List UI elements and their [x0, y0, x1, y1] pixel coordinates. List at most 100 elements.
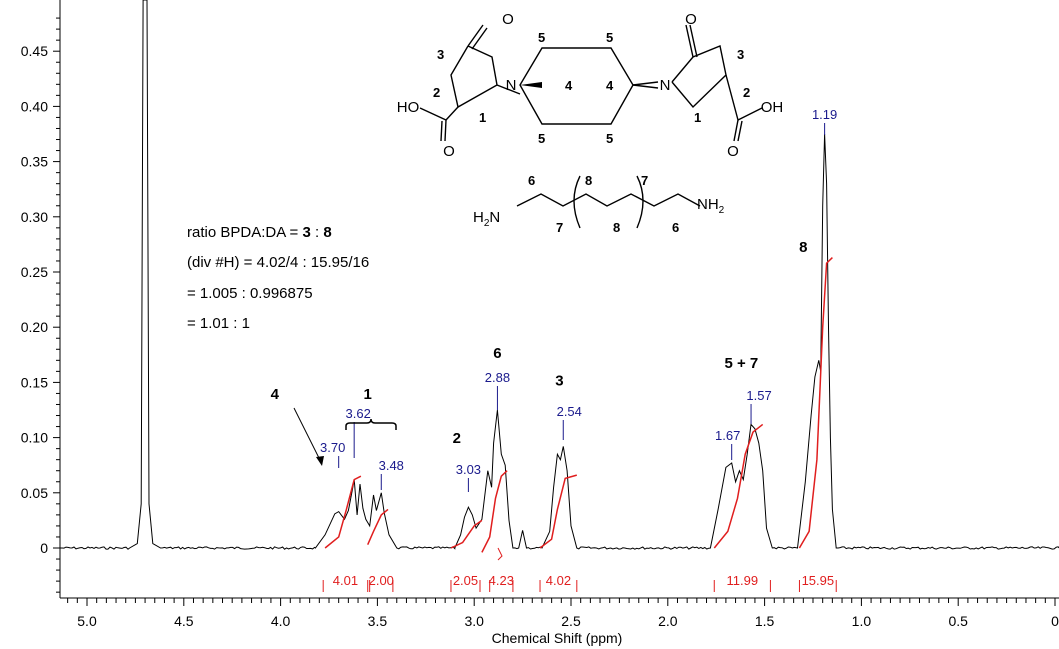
spectrum-line — [60, 0, 1059, 550]
bpda-structure — [419, 24, 763, 142]
peak-assignment-label: 2 — [453, 430, 461, 447]
x-tick-label: 5.0 — [77, 613, 97, 629]
bpda-left-carbonyl-o: O — [502, 11, 514, 28]
bpda-num-5-topleft: 5 — [538, 30, 545, 45]
brace-annotation-1 — [345, 418, 397, 430]
bpda-right-nitrogen: N — [660, 77, 671, 94]
integral-curve — [367, 508, 389, 545]
bpda-num-5-bottomright: 5 — [606, 131, 613, 146]
ratio-info-block: ratio BPDA:DA = 3 : 8 (div #H) = 4.02/4 … — [187, 224, 369, 332]
bpda-num-1-right: 1 — [694, 110, 701, 125]
diamine-right-amine: NH2 — [697, 196, 725, 216]
x-tick-label: 1.5 — [755, 613, 775, 629]
y-tick-label: 0.20 — [21, 319, 48, 335]
ratio-line: ratio BPDA:DA = 3 : 8 — [187, 224, 332, 241]
bpda-num-5-topright: 5 — [606, 30, 613, 45]
bpda-structure-labels: O O N N HO OH O O 3 2 1 4 4 5 5 5 5 3 2 … — [397, 11, 784, 160]
y-tick-label: 0.15 — [21, 374, 48, 390]
bpda-num-3-right: 3 — [737, 47, 744, 62]
y-tick-label: 0.45 — [21, 43, 48, 59]
integral-curves — [324, 257, 833, 553]
bpda-num-2-right: 2 — [743, 85, 750, 100]
bpda-num-4-left: 4 — [565, 78, 573, 93]
integral-value-label: 4.02 — [546, 573, 571, 588]
diamine-num-7-right: 7 — [641, 173, 648, 188]
annotations — [293, 407, 503, 561]
peak-assignment-label: 4 — [271, 386, 280, 403]
bpda-num-1-left: 1 — [479, 110, 486, 125]
diamine-num-8-top: 8 — [585, 173, 592, 188]
peak-value-label: 1.19 — [812, 107, 837, 122]
peak-value-label: 3.62 — [346, 406, 371, 421]
diamine-num-6-left: 6 — [528, 173, 535, 188]
x-tick-label: 0 — [1051, 613, 1059, 629]
peak-value-label: 1.67 — [715, 428, 740, 443]
y-tick-label: 0.40 — [21, 98, 48, 114]
arrow-annotation-4 — [293, 407, 324, 466]
integral-curve — [481, 470, 508, 553]
x-tick-label: 0.5 — [948, 613, 968, 629]
x-tick-label: 4.5 — [174, 613, 194, 629]
diamine-num-7-left: 7 — [556, 220, 563, 235]
x-axis-ticks: 5.0 4.5 4.0 3.5 3.0 2.5 2.0 1.5 1.0 0.5 0 — [67, 598, 1059, 629]
peak-value-label: 3.70 — [320, 440, 345, 455]
peak-assignment-label: 5 + 7 — [724, 355, 758, 372]
assignment-labels: 4 1 2 6 3 5 + 7 8 — [271, 239, 808, 447]
peak-assignment-label: 8 — [799, 239, 807, 256]
diamine-num-8-bottom: 8 — [613, 220, 620, 235]
x-tick-label: 2.0 — [658, 613, 678, 629]
integral-value-label: 11.99 — [727, 573, 759, 588]
bpda-left-acid-ho: HO — [397, 99, 420, 116]
bpda-right-acid-o: O — [727, 143, 739, 160]
diamine-num-6-right: 6 — [672, 220, 679, 235]
x-tick-label: 4.0 — [271, 613, 291, 629]
peak-value-label: 3.48 — [379, 458, 404, 473]
y-tick-label: 0.25 — [21, 264, 48, 280]
bpda-num-4-right: 4 — [606, 78, 614, 93]
peak-assignment-label: 1 — [364, 386, 372, 403]
x-axis-title: Chemical Shift (ppm) — [492, 630, 623, 646]
y-tick-label: 0.05 — [21, 485, 48, 501]
spectrum-series — [60, 0, 1059, 550]
peak-value-label: 1.57 — [746, 388, 771, 403]
normalized-line: = 1.005 : 0.996875 — [187, 285, 313, 302]
integral-value-label: 15.95 — [802, 573, 835, 588]
div-h-line: (div #H) = 4.02/4 : 15.95/16 — [187, 254, 369, 271]
bpda-right-acid-oh: OH — [761, 99, 784, 116]
integral-value-label: 2.05 — [453, 573, 478, 588]
diamine-left-amine: H2N — [473, 209, 500, 229]
integral-tick-4.23 — [497, 547, 503, 561]
integral-labels: 4.01 2.00 2.05 4.23 4.02 11.99 15.95 — [322, 573, 837, 592]
bpda-left-acid-o: O — [443, 143, 455, 160]
peak-assignment-label: 6 — [493, 345, 501, 362]
integral-value-label: 2.00 — [369, 573, 394, 588]
integral-curve — [539, 474, 578, 549]
x-tick-label: 3.0 — [464, 613, 484, 629]
bpda-num-5-bottomleft: 5 — [538, 131, 545, 146]
integral-value-label: 4.01 — [333, 573, 358, 588]
peak-assignment-label: 3 — [555, 373, 563, 390]
y-tick-label: 0.10 — [21, 430, 48, 446]
bpda-num-2-left: 2 — [433, 85, 440, 100]
diamine-structure-labels: H2N NH2 6 8 7 7 8 6 — [473, 173, 725, 235]
rounded-ratio-line: = 1.01 : 1 — [187, 315, 250, 332]
peak-value-label: 2.88 — [485, 370, 510, 385]
y-axis-ticks: 00.050.100.150.200.250.300.350.400.45 — [21, 17, 60, 593]
chart-axes — [59, 0, 1059, 599]
integral-curve — [798, 257, 833, 549]
integral-curve — [713, 423, 764, 549]
y-tick-label: 0 — [40, 540, 48, 556]
x-tick-label: 2.5 — [561, 613, 581, 629]
diamine-structure — [516, 175, 701, 229]
x-tick-label: 1.0 — [852, 613, 872, 629]
bpda-right-carbonyl-o: O — [685, 11, 697, 28]
bpda-num-3-left: 3 — [437, 47, 444, 62]
x-tick-label: 3.5 — [368, 613, 388, 629]
integral-value-label: 4.23 — [489, 573, 514, 588]
peak-value-label: 2.54 — [557, 404, 582, 419]
integral-curve — [450, 519, 483, 549]
y-tick-label: 0.35 — [21, 154, 48, 170]
integral-curve — [324, 475, 362, 549]
